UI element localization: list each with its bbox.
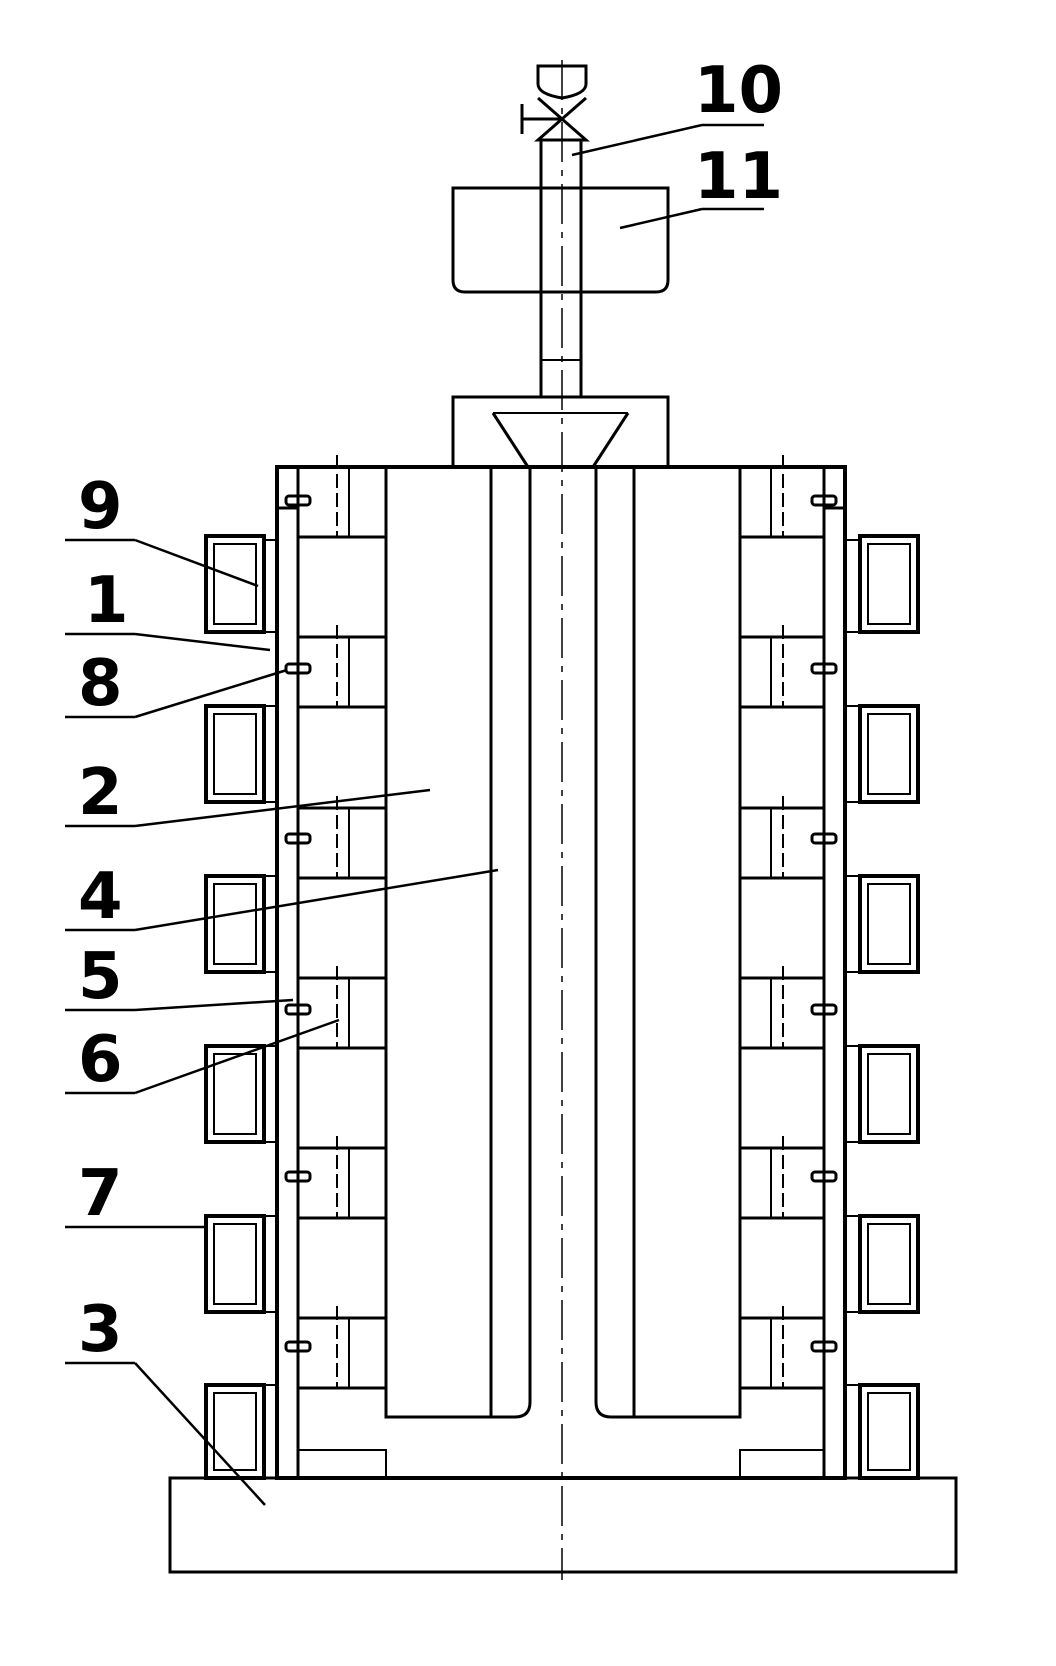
outer-wall-right bbox=[822, 506, 847, 1480]
core-outer-left bbox=[384, 465, 493, 1419]
sprue-funnel bbox=[451, 395, 670, 469]
feed-pipe bbox=[539, 138, 583, 399]
callout-4: 4 bbox=[78, 860, 123, 934]
callout-11: 11 bbox=[694, 140, 783, 214]
core-outer-right bbox=[632, 465, 742, 1419]
callout-8: 8 bbox=[78, 647, 123, 721]
ring-segments-left bbox=[296, 465, 388, 1390]
outer-wall-left bbox=[275, 506, 300, 1480]
cooling-boxes-right bbox=[858, 534, 920, 1480]
callout-3: 3 bbox=[78, 1293, 123, 1367]
weld-beads bbox=[263, 539, 861, 1479]
core-inner-left bbox=[489, 465, 532, 1419]
outer-ring-left bbox=[297, 1449, 387, 1479]
mold-body bbox=[275, 465, 847, 1480]
outer-ring-right bbox=[739, 1449, 825, 1479]
callout-2: 2 bbox=[78, 756, 123, 830]
base-plate bbox=[168, 1476, 958, 1574]
core-inner-right bbox=[594, 465, 636, 1419]
vent-channels bbox=[336, 455, 784, 1388]
ring-segments-right bbox=[738, 465, 826, 1390]
callout-5: 5 bbox=[78, 940, 123, 1014]
cavities bbox=[297, 536, 825, 1319]
callout-10: 10 bbox=[694, 54, 783, 128]
callout-1: 1 bbox=[84, 564, 129, 638]
cooling-boxes-left bbox=[204, 534, 266, 1480]
leader-lines bbox=[65, 123, 764, 1506]
callout-7: 7 bbox=[78, 1157, 123, 1231]
weight-block bbox=[451, 186, 670, 294]
callout-6: 6 bbox=[78, 1023, 123, 1097]
pins bbox=[284, 494, 838, 1353]
callout-9: 9 bbox=[78, 470, 123, 544]
valve-symbol bbox=[520, 64, 590, 142]
